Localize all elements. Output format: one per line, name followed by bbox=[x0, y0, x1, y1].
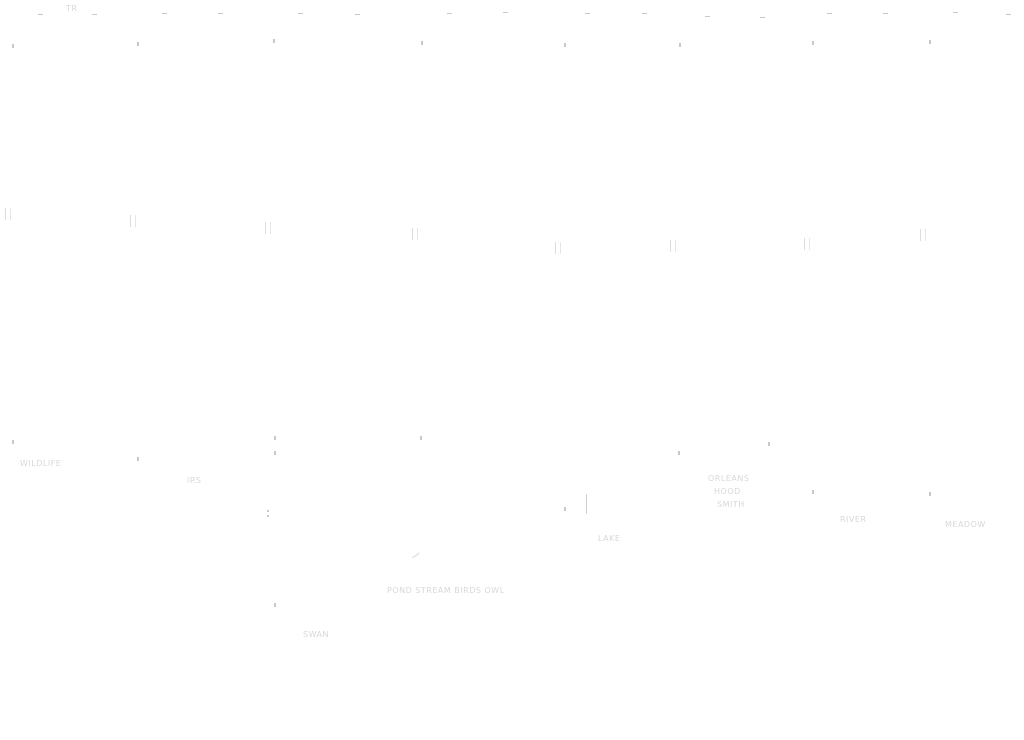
lower-tick bbox=[274, 436, 276, 440]
stray-stroke bbox=[412, 552, 420, 559]
faint-label-block-3: SMITH bbox=[717, 500, 745, 509]
lower-tick bbox=[274, 451, 276, 455]
faint-label-wildlife: WILDLIFE bbox=[20, 459, 62, 468]
top-tick bbox=[760, 17, 765, 18]
top-tick bbox=[705, 16, 710, 17]
top-faint-label: TR bbox=[66, 4, 78, 13]
lower-tick bbox=[768, 442, 770, 446]
top-tick bbox=[953, 12, 958, 13]
row2-tick bbox=[929, 40, 931, 44]
column-marker bbox=[5, 208, 11, 220]
top-tick bbox=[298, 13, 303, 14]
top-tick bbox=[503, 12, 508, 13]
top-tick bbox=[92, 14, 97, 15]
top-tick bbox=[218, 13, 223, 14]
column-marker bbox=[412, 228, 418, 240]
row2-tick bbox=[12, 44, 14, 48]
top-tick bbox=[447, 13, 452, 14]
text-cursor bbox=[586, 494, 587, 514]
column-marker bbox=[130, 215, 136, 227]
faint-label-swan: SWAN bbox=[303, 630, 330, 639]
row2-tick bbox=[421, 41, 423, 45]
lower-tick bbox=[137, 457, 139, 461]
faint-label-block-1: ORLEANS bbox=[708, 474, 750, 483]
lower-tick bbox=[267, 510, 269, 512]
faint-label-irs: IRS bbox=[187, 476, 202, 485]
row2-tick bbox=[564, 43, 566, 47]
faint-label-river: RIVER bbox=[840, 515, 867, 524]
column-marker bbox=[670, 240, 676, 252]
lower-tick bbox=[564, 507, 566, 511]
lower-tick bbox=[267, 515, 269, 517]
column-marker bbox=[265, 222, 271, 234]
lower-tick bbox=[12, 440, 14, 444]
top-tick bbox=[1006, 14, 1011, 15]
row2-tick bbox=[679, 43, 681, 47]
lower-tick bbox=[420, 436, 422, 440]
lower-tick bbox=[812, 490, 814, 494]
top-tick bbox=[162, 13, 167, 14]
top-tick bbox=[355, 14, 360, 15]
lower-tick bbox=[678, 451, 680, 455]
top-tick bbox=[827, 13, 832, 14]
column-marker bbox=[920, 229, 926, 241]
column-marker bbox=[555, 242, 561, 254]
row2-tick bbox=[812, 41, 814, 45]
top-tick bbox=[642, 13, 647, 14]
faint-label-lake: LAKE bbox=[598, 534, 621, 543]
row2-tick bbox=[137, 42, 139, 46]
row2-tick bbox=[273, 39, 275, 43]
faint-label-block-2: HOOD bbox=[714, 487, 741, 496]
top-tick bbox=[883, 13, 888, 14]
faint-label-meadow: MEADOW bbox=[945, 520, 986, 529]
faint-label-bottom-center: POND STREAM BIRDS OWL bbox=[387, 586, 505, 595]
lower-tick bbox=[274, 603, 276, 607]
lower-tick bbox=[929, 492, 931, 496]
top-tick bbox=[38, 14, 43, 15]
top-tick bbox=[585, 13, 590, 14]
column-marker bbox=[804, 238, 810, 250]
